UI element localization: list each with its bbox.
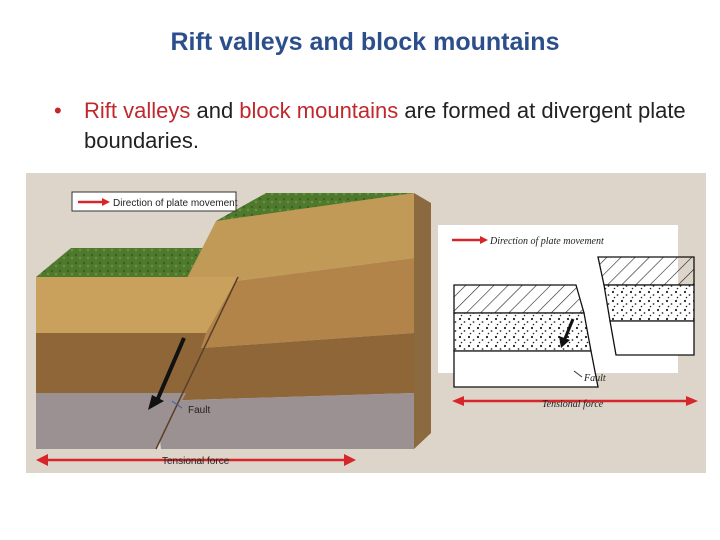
left-layer-1 [36,277,238,333]
bullet-item: • Rift valleys and block mountains are f… [58,96,698,156]
right-block-top-layer [598,257,694,285]
legend-left: Direction of plate movement [72,192,238,211]
right-block-bottom-layer [610,321,694,355]
term-rift-valleys: Rift valleys [84,98,190,123]
bullet-text: Rift valleys and block mountains are for… [84,96,698,156]
right-layer-4 [156,393,414,449]
fault-label-right: Fault [583,373,606,384]
legend-left-label: Direction of plate movement [113,198,238,209]
tension-label-right: Tensional force [542,399,604,410]
line-diagram: Direction of plate movement Fault [438,225,694,387]
fault-label-left: Fault [188,405,210,416]
rift-diagrams-svg: Direction of plate movement Fault Tensio… [26,173,706,473]
right-block-middle-layer [604,285,694,321]
bullet-marker: • [54,96,62,126]
tension-label-left: Tensional force [162,456,230,467]
block-diagram [36,193,431,449]
left-block-top-layer [454,285,584,313]
legend-right-label: Direction of plate movement [489,236,604,247]
block-side-face [414,193,431,449]
left-block-bottom-layer [454,351,598,387]
left-block-middle-layer [454,313,591,351]
bullet-connector: and [190,98,239,123]
slide-title: Rift valleys and block mountains [0,28,720,57]
rift-figure: Direction of plate movement Fault Tensio… [26,173,706,473]
term-block-mountains: block mountains [239,98,398,123]
